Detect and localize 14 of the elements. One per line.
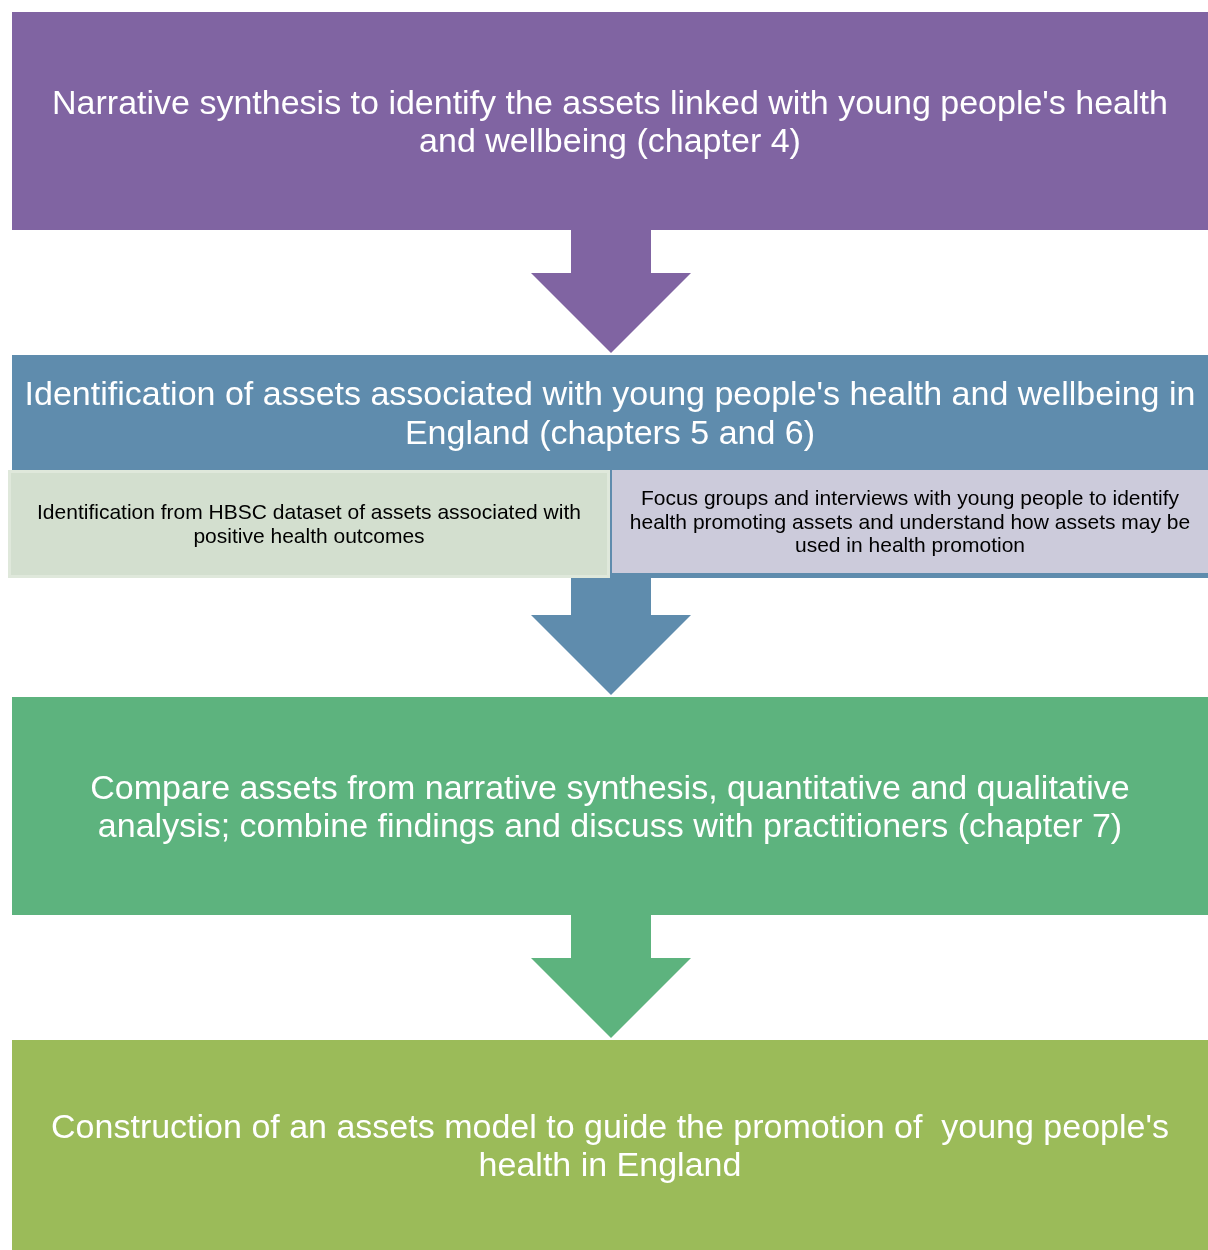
step-text: Identification from HBSC dataset of assets associated with positive health outcomes bbox=[36, 500, 582, 548]
step-text: Construction of an assets model to guide the promotion of young people's health in England bbox=[50, 1106, 1170, 1184]
process-box bbox=[12, 1040, 1208, 1250]
block-arrow bbox=[531, 578, 691, 695]
process-box bbox=[12, 12, 1208, 230]
step-text: Compare assets from narrative synthesis, quantitative and qualitative analysis; combine findings and discuss with practitioners (chapter 7) bbox=[89, 767, 1131, 845]
step-text: Identification of assets associated with young people's health and wellbeing in England (chapters 5 and 6) bbox=[24, 374, 1196, 451]
process-box bbox=[612, 470, 1208, 573]
block-arrow bbox=[531, 230, 691, 353]
process-box bbox=[8, 470, 610, 578]
step-text: Focus groups and interviews with young people to identify health promoting assets and understand how assets may be used in health promotion bbox=[628, 486, 1192, 557]
step-text: Narrative synthesis to identify the assets linked with young people's health and wellbeing (chapter 4) bbox=[51, 82, 1169, 160]
process-box bbox=[12, 697, 1208, 915]
block-arrow bbox=[531, 915, 691, 1038]
